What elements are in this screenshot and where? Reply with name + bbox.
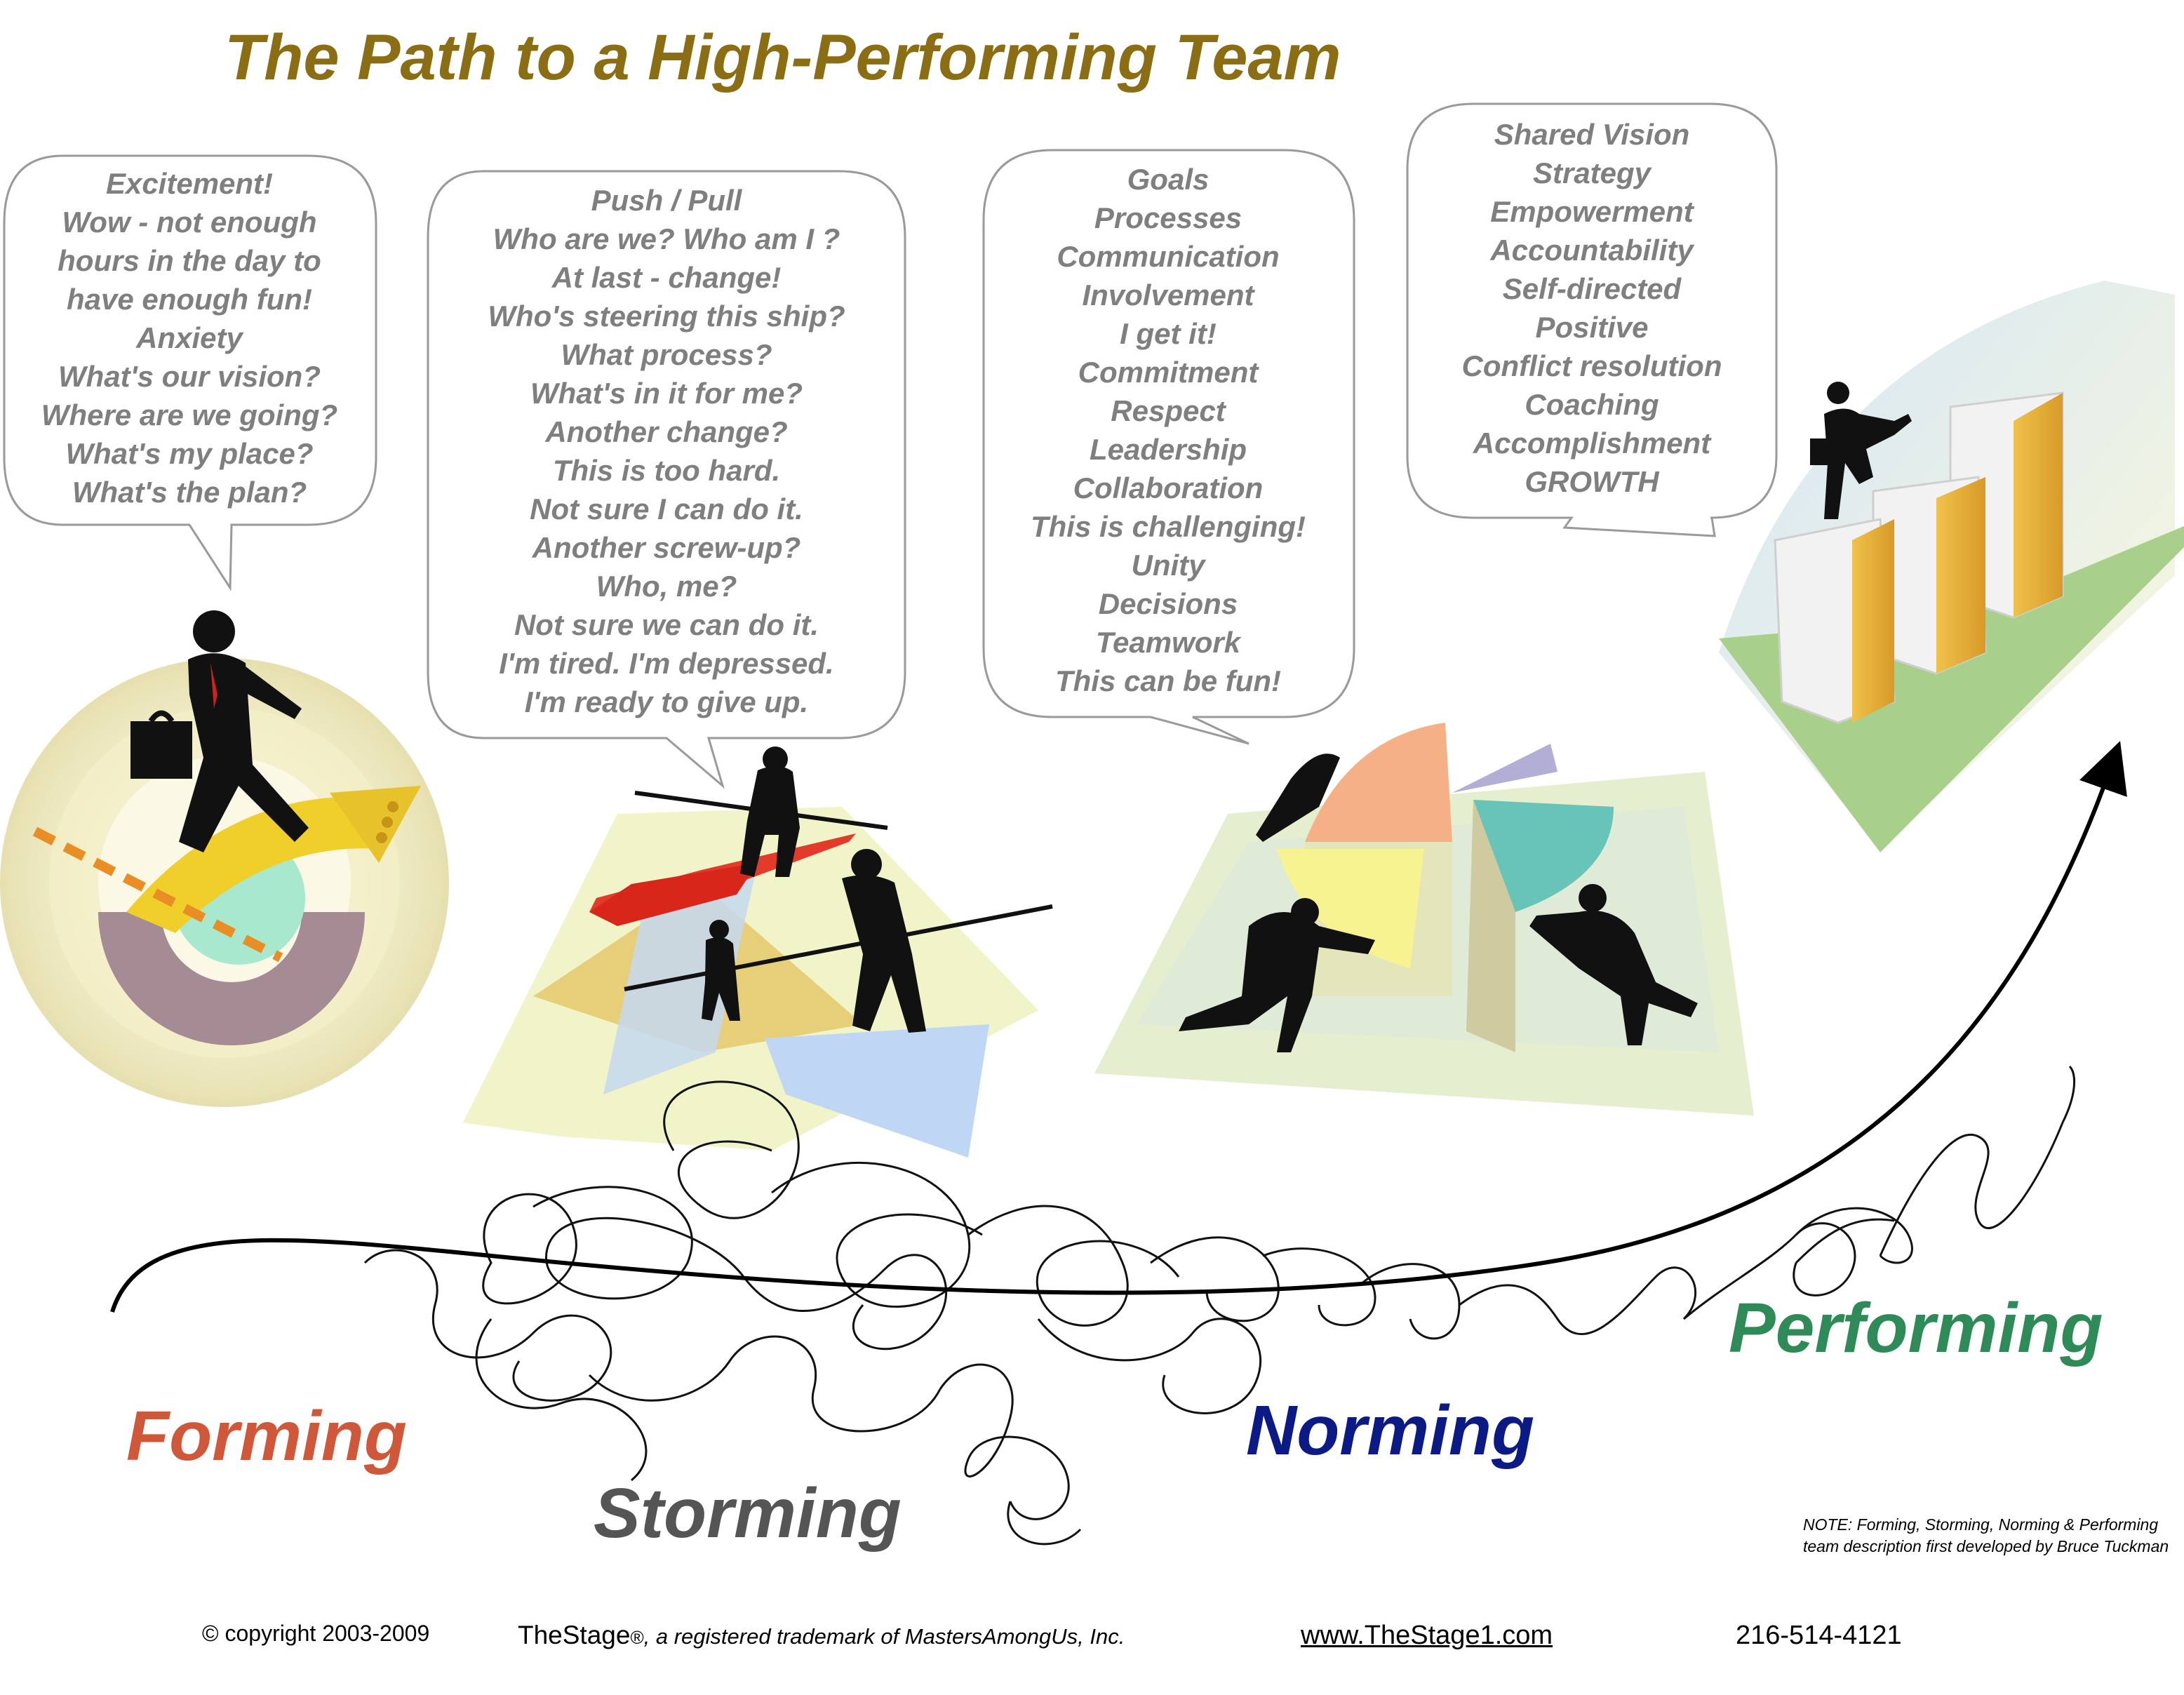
page-title: The Path to a High-Performing Team	[225, 22, 1341, 93]
bubble-line: have enough fun!	[67, 283, 312, 316]
bubble-line: This is too hard.	[552, 454, 781, 487]
bubble-line: What's my place?	[65, 437, 314, 470]
bubble-line: Respect	[1111, 394, 1226, 427]
bubble-line: Involvement	[1082, 279, 1254, 311]
bubble-forming	[3, 154, 377, 591]
bubble-line: hours in the day to	[58, 244, 321, 277]
bubble-line: Empowerment	[1490, 195, 1694, 228]
forming-illustration	[0, 610, 449, 1107]
stage-label-storming: Storming	[594, 1474, 902, 1553]
phone-number: 216-514-4121	[1736, 1621, 1902, 1650]
bubble-line: Processes	[1094, 201, 1242, 234]
bubble-line: Anxiety	[136, 321, 243, 354]
brand-name: TheStage	[518, 1621, 631, 1649]
bubble-norming	[982, 149, 1355, 745]
norming-illustration	[1094, 723, 1754, 1116]
progress-arrow	[110, 741, 2127, 1313]
bubble-norming-text: Goals Processes Communication Involvemen…	[989, 160, 1347, 700]
bubble-line: Self-directed	[1502, 272, 1682, 305]
bubble-line: Excitement!	[105, 167, 274, 200]
bubble-line: Leadership	[1089, 433, 1247, 466]
bubble-line: What's the plan?	[72, 476, 307, 509]
bubble-line: Conflict resolution	[1461, 349, 1722, 382]
bubble-line: This is challenging!	[1030, 510, 1306, 543]
bubble-line: I get it!	[1120, 317, 1217, 350]
bubble-storming	[427, 170, 906, 789]
bubble-line: What process?	[561, 338, 772, 371]
tuckman-note: NOTE: Forming, Storming, Norming & Perfo…	[1803, 1515, 2169, 1555]
trademark-line: TheStage®, a registered trademark of Mas…	[518, 1621, 1125, 1650]
website-link[interactable]: www.TheStage1.com	[1301, 1621, 1553, 1650]
bubble-forming-text: Excitement! Wow - not enough hours in th…	[14, 164, 365, 511]
bubble-line: GROWTH	[1525, 465, 1659, 498]
bubble-line: Positive	[1535, 311, 1649, 344]
bubble-line: Shared Vision	[1494, 118, 1690, 151]
bubble-line: Goals	[1127, 163, 1210, 196]
trademark-text: , a registered trademark of MastersAmong…	[643, 1624, 1125, 1649]
bubble-line: Push / Pull	[591, 184, 742, 217]
storming-illustration	[463, 746, 1053, 1158]
bubble-line: Another screw-up?	[532, 531, 801, 564]
bubble-storming-text: Push / Pull Who are we? Who am I ? At la…	[435, 181, 898, 721]
bubble-line: Teamwork	[1095, 626, 1241, 659]
stage-label-performing: Performing	[1729, 1289, 2103, 1367]
bubble-line: Who's steering this ship?	[488, 300, 845, 333]
bubble-line: Coaching	[1525, 388, 1659, 421]
bubble-line: This can be fun!	[1054, 664, 1281, 697]
bubble-line: Not sure I can do it.	[530, 493, 803, 525]
bubble-line: Accountability	[1490, 234, 1694, 267]
registered-mark: ®	[630, 1627, 644, 1648]
bubble-line: Accomplishment	[1473, 427, 1711, 460]
bubble-line: I'm tired. I'm depressed.	[499, 647, 834, 680]
stage-label-forming: Forming	[126, 1397, 407, 1475]
bubble-line: Commitment	[1078, 356, 1259, 389]
bubble-line: Communication	[1057, 240, 1280, 273]
bubble-performing	[1406, 102, 1778, 537]
bubble-line: I'm ready to give up.	[524, 685, 809, 718]
bubble-line: Who, me?	[596, 570, 737, 603]
scribble-path	[363, 1065, 2076, 1546]
bubble-line: Strategy	[1532, 156, 1652, 189]
bubble-line: At last - change!	[551, 261, 782, 294]
bubble-line: What's in it for me?	[530, 377, 803, 410]
stage-label-norming: Norming	[1246, 1391, 1535, 1470]
bubble-line: Collaboration	[1073, 471, 1264, 504]
bubble-line: Decisions	[1098, 587, 1238, 620]
bubble-performing-text: Shared Vision Strategy Empowerment Accou…	[1413, 115, 1771, 501]
copyright: © copyright 2003-2009	[202, 1621, 430, 1646]
bubble-line: Not sure we can do it.	[514, 608, 819, 641]
bubble-line: Unity	[1131, 549, 1205, 582]
performing-illustration	[1719, 281, 2184, 852]
bubble-line: Who are we? Who am I ?	[493, 222, 840, 255]
bubble-line: Where are we going?	[41, 398, 338, 431]
bubble-line: Another change?	[545, 415, 788, 448]
bubble-line: What's our vision?	[58, 360, 321, 393]
bubble-line: Wow - not enough	[62, 206, 317, 239]
